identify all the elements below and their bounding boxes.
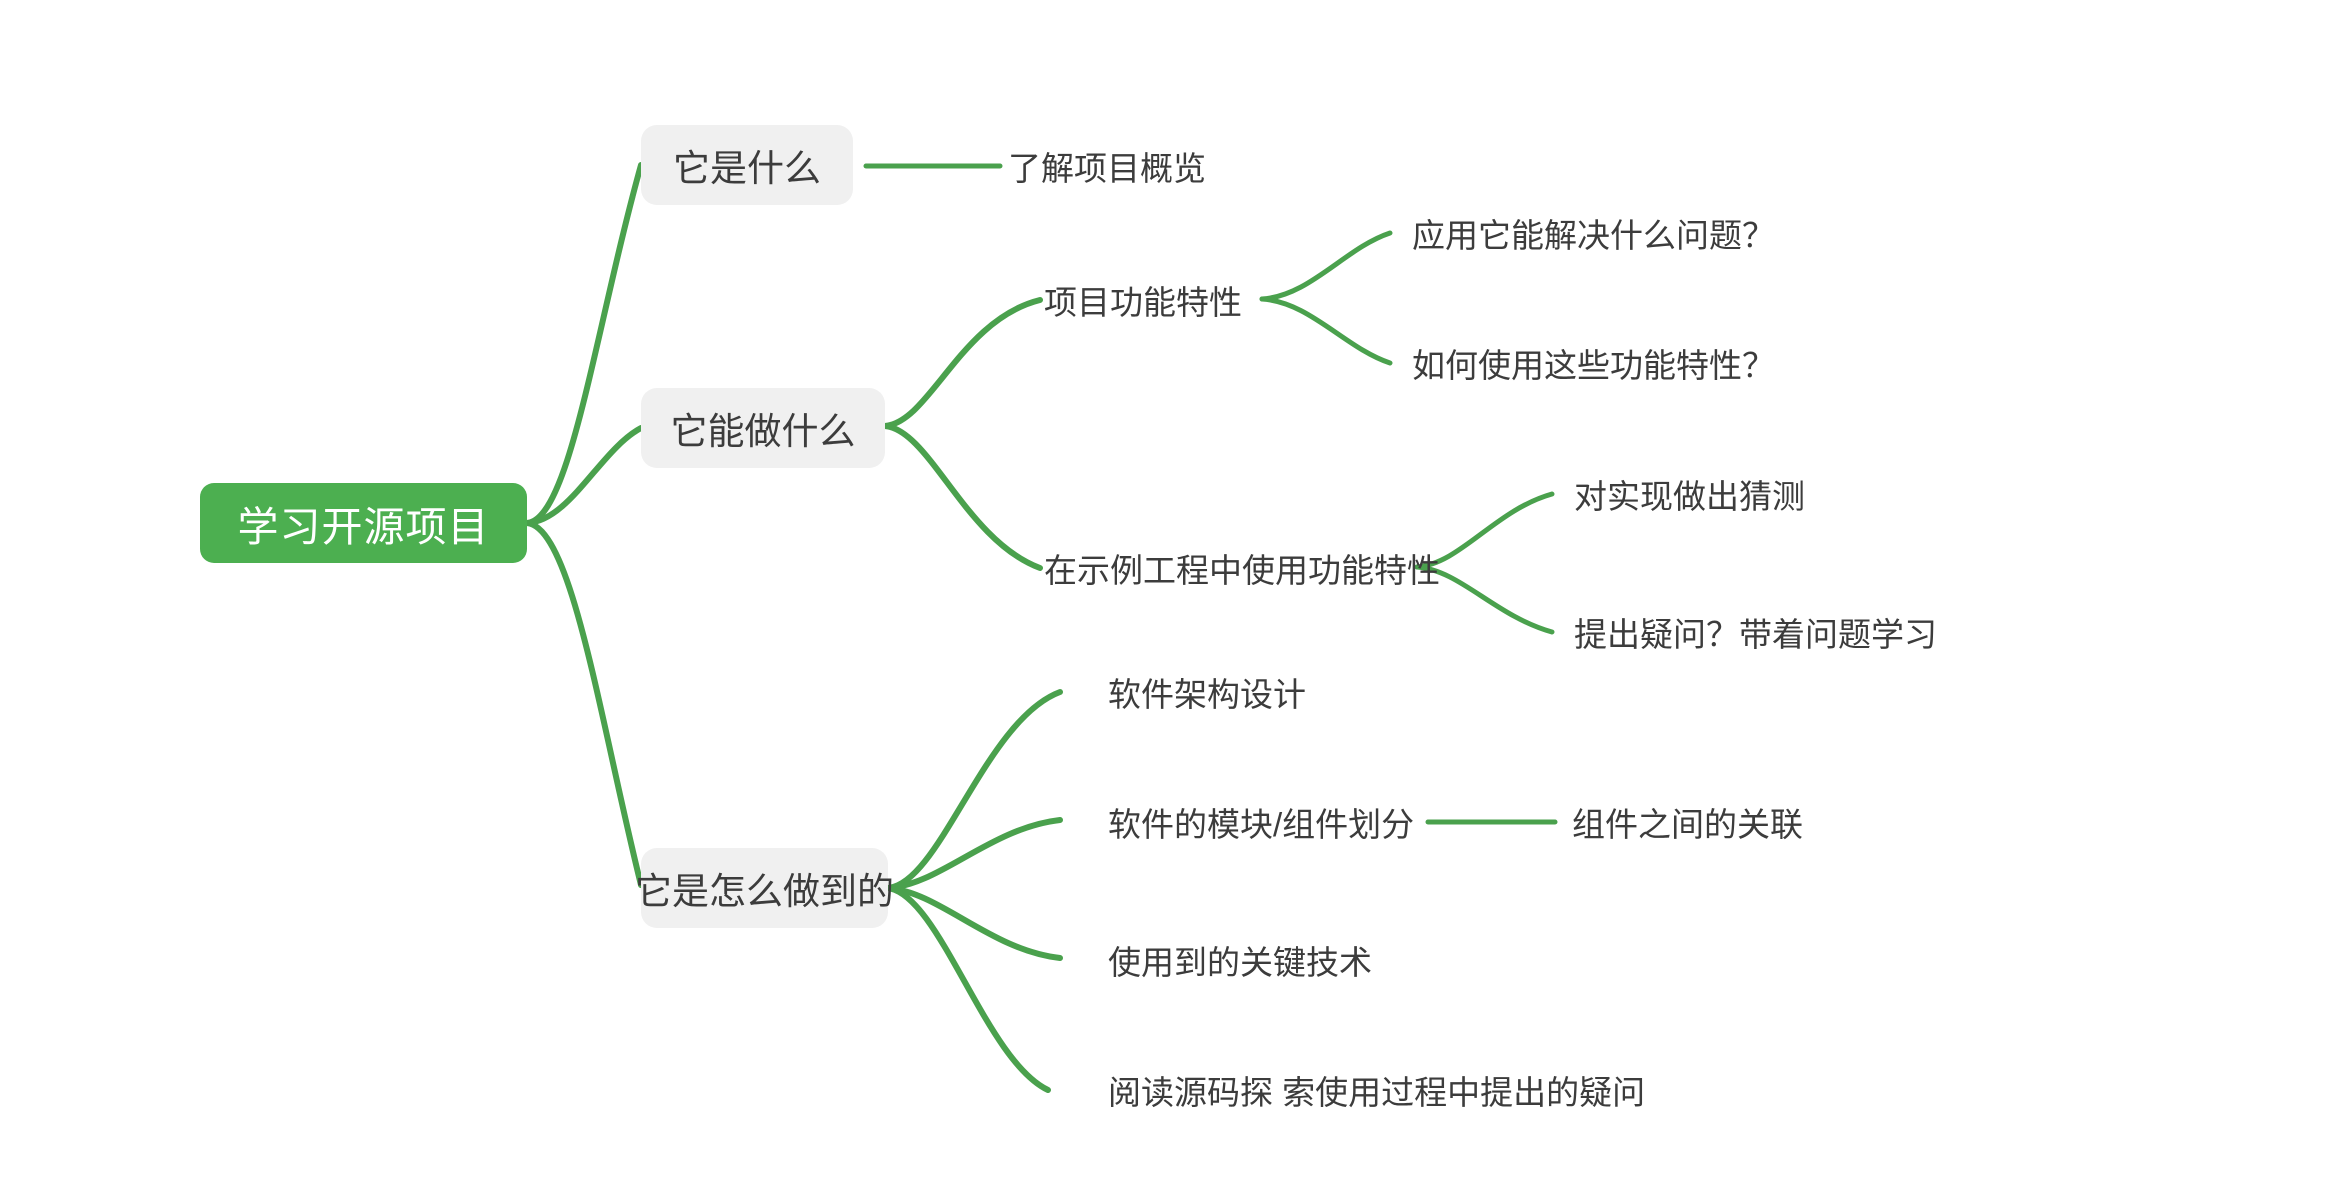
mindmap-child-label-architecture: 软件架构设计 [1108, 676, 1306, 713]
mindmap-branch-label-3: 它是怎么做到的 [635, 871, 894, 912]
link-branch3-to-child-4 [885, 885, 1051, 1093]
mindmap-sub-node-how-to-use[interactable]: 如何使用这些功能特性？ [1412, 339, 1812, 387]
link-branch2-to-child-2 [882, 423, 1043, 571]
mindmap-child-label-read-source: 阅读源码探 索使用过程中提出的疑问 [1108, 1074, 1646, 1111]
mindmap-child-node-sample-project[interactable]: 在示例工程中使用功能特性 [1044, 544, 1524, 592]
mindmap-sub-node-component-relations[interactable]: 组件之间的关联 [1572, 798, 1932, 846]
mindmap-branch-node-1[interactable]: 它是什么 [641, 125, 853, 205]
mindmap-child-node-read-source[interactable]: 阅读源码探 索使用过程中提出的疑问 [1108, 1066, 1728, 1114]
mindmap-leaf-label-overview: 了解项目概览 [1008, 150, 1206, 187]
mindmap-child-node-features[interactable]: 项目功能特性 [1044, 276, 1344, 324]
mindmap-child-label-key-tech: 使用到的关键技术 [1108, 944, 1372, 981]
mindmap-sub-label-how-to-use: 如何使用这些功能特性？ [1412, 347, 1775, 384]
mindmap-branch-node-3[interactable]: 它是怎么做到的 [635, 848, 894, 928]
mindmap-sub-node-raise-questions[interactable]: 提出疑问？带着问题学习 [1574, 608, 2034, 656]
mindmap-sub-label-component-relations: 组件之间的关联 [1572, 806, 1803, 843]
link-branch3-to-child-2 [885, 817, 1063, 891]
mindmap-child-node-architecture[interactable]: 软件架构设计 [1108, 668, 1468, 716]
mindmap-child-label-modules: 软件的模块/组件划分 [1108, 806, 1415, 843]
mindmap-branch-label-2: 它能做什么 [670, 411, 856, 452]
link-branch3-to-child-3 [885, 885, 1063, 961]
mindmap-sub-node-guess-implementation[interactable]: 对实现做出猜测 [1574, 470, 1974, 518]
mindmap-leaf-node-overview[interactable]: 了解项目概览 [1008, 142, 1308, 190]
mindmap-root-node[interactable]: 学习开源项目 [200, 483, 527, 563]
link-root-to-branch-2 [524, 425, 644, 526]
link-root-to-branch-3 [524, 520, 644, 888]
mindmap-branch-label-1: 它是什么 [673, 148, 821, 189]
mindmap-sub-node-what-problem[interactable]: 应用它能解决什么问题？ [1412, 209, 1812, 257]
mindmap-branch-node-2[interactable]: 它能做什么 [641, 388, 885, 468]
mindmap-root-label: 学习开源项目 [237, 504, 490, 550]
mindmap-child-node-key-tech[interactable]: 使用到的关键技术 [1108, 936, 1468, 984]
link-root-to-branch-1 [524, 162, 644, 526]
link-branch3-to-child-1 [885, 689, 1063, 891]
mindmap-sub-label-guess-implementation: 对实现做出猜测 [1574, 478, 1805, 515]
mindmap-child-node-modules[interactable]: 软件的模块/组件划分 [1108, 798, 1528, 846]
link-branch2-to-child-1 [882, 297, 1043, 429]
mindmap-child-label-features: 项目功能特性 [1044, 284, 1242, 321]
mindmap-sub-label-raise-questions: 提出疑问？带着问题学习 [1574, 616, 1937, 653]
mindmap-child-label-sample-project: 在示例工程中使用功能特性 [1044, 552, 1440, 589]
mindmap-sub-label-what-problem: 应用它能解决什么问题？ [1412, 217, 1775, 254]
